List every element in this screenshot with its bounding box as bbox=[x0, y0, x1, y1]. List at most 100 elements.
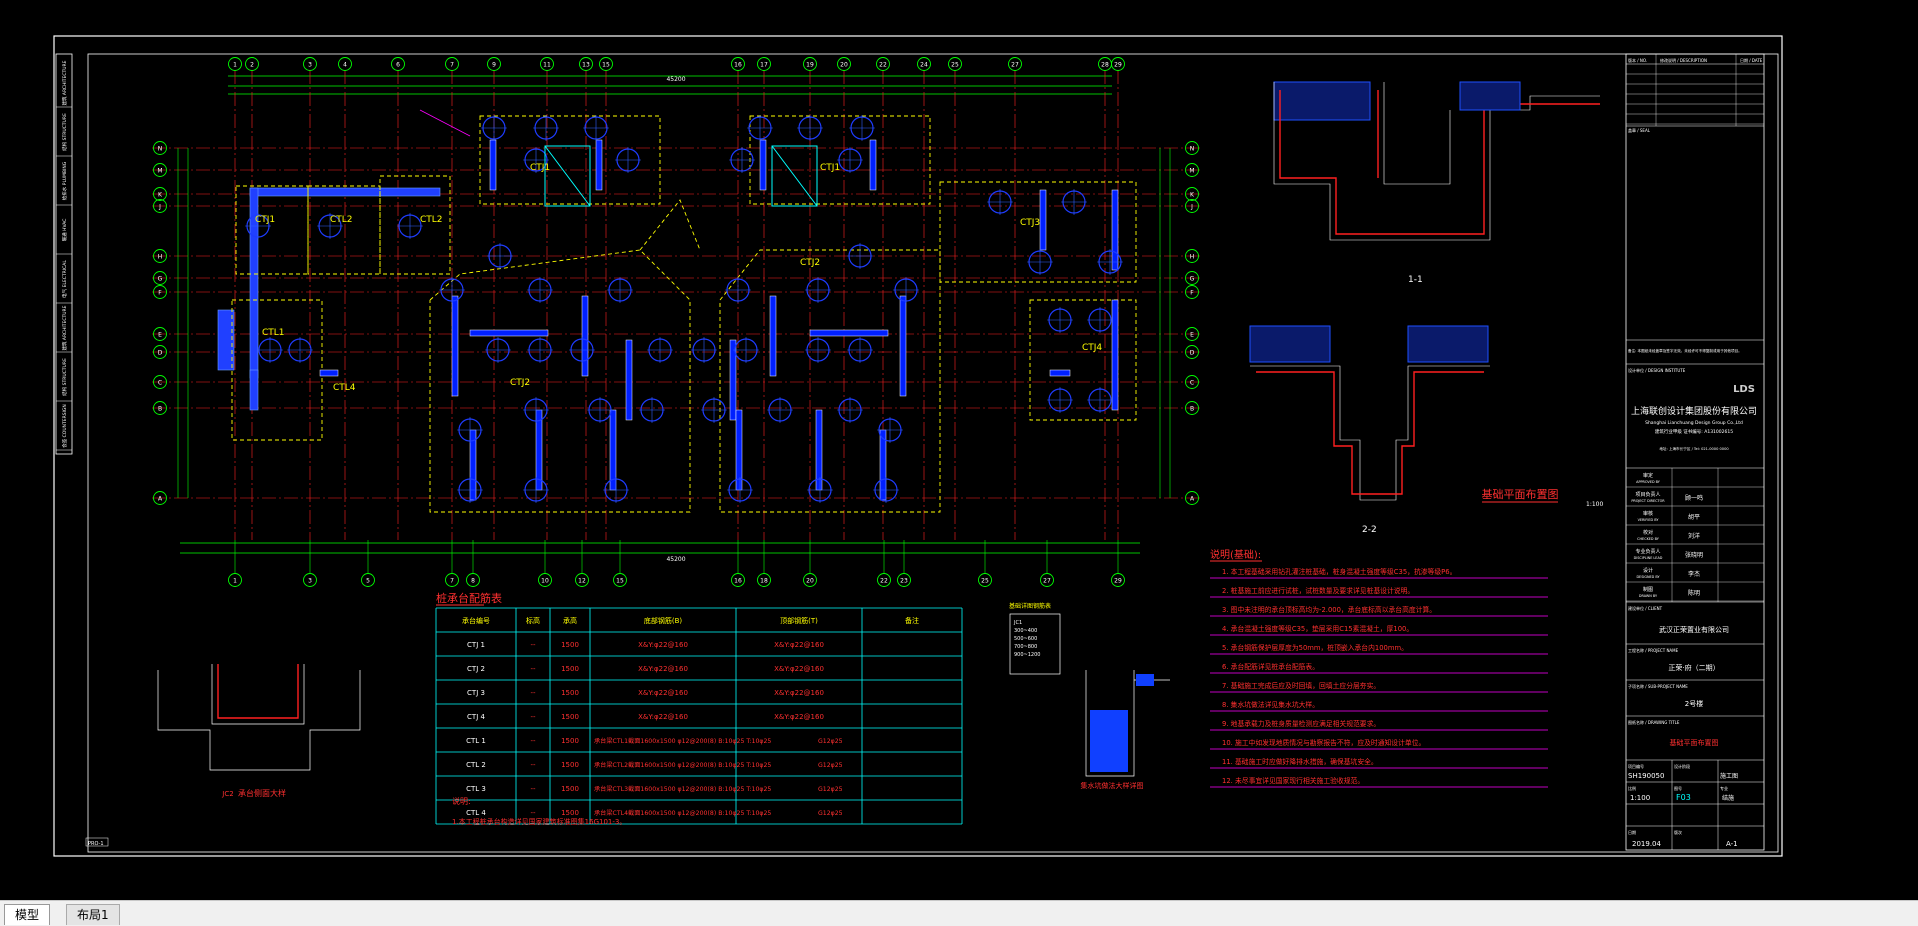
row-axis-bubble-left bbox=[153, 187, 167, 201]
row-axis-label-right: B bbox=[1190, 406, 1194, 413]
row-axis-bubble-right bbox=[1185, 249, 1199, 263]
row-axis-bubble-left bbox=[153, 271, 167, 285]
tab-model[interactable]: 模型 bbox=[4, 904, 51, 925]
tb-phase-label: 设计阶段 bbox=[1674, 763, 1690, 769]
sign-row-role-en: DISCIPLINE LEAD bbox=[1634, 556, 1663, 560]
tb-seal-label: 盖章 / SEAL bbox=[1628, 127, 1651, 133]
table-cell: -- bbox=[530, 689, 536, 697]
row-axis-bubble-right bbox=[1185, 271, 1199, 285]
sign-row-role: 设计 bbox=[1643, 567, 1653, 574]
cap-label: CTL2 bbox=[330, 215, 353, 225]
overall-dim-top: 45200 bbox=[666, 76, 685, 83]
note-item: 6. 承台配筋详见桩承台配筋表。 bbox=[1222, 662, 1319, 671]
note-item: 2. 桩基施工前应进行试桩，试桩数量及要求详见桩基设计说明。 bbox=[1222, 586, 1414, 595]
row-axis-label-left: A bbox=[158, 496, 163, 503]
sump-detail-title: 集水坑做法大样详图 bbox=[1081, 781, 1144, 790]
table-cell: X&Y:φ22@160 bbox=[774, 641, 824, 649]
row-axis-bubble-left bbox=[153, 199, 167, 213]
table-cell: CTL 1 bbox=[466, 737, 486, 745]
bottom-axis-label: 18 bbox=[760, 578, 768, 585]
left-strip-label: 给排水 PLUMBING bbox=[61, 161, 68, 200]
left-strip-label: 会签 COUNTERSIGN bbox=[61, 404, 68, 448]
sign-row-role: 审定 bbox=[1643, 472, 1653, 479]
table-cell: 1500 bbox=[561, 665, 579, 673]
top-axis-bubble bbox=[391, 57, 405, 71]
row-axis-bubble-left bbox=[153, 375, 167, 389]
section-1-1-label: 1-1 bbox=[1408, 275, 1423, 285]
row-axis-label-right: K bbox=[1190, 192, 1195, 199]
tb-header-right: 日期 / DATE bbox=[1740, 57, 1763, 63]
top-axis-label: 13 bbox=[582, 62, 590, 69]
bottom-axis-label: 3 bbox=[308, 578, 312, 585]
row-axis-bubble-right bbox=[1185, 141, 1199, 155]
note-item: 4. 承台混凝土强度等级C35，垫层采用C15素混凝土，厚100。 bbox=[1222, 624, 1413, 633]
tb-project-no: SH190050 bbox=[1628, 772, 1664, 780]
top-axis-bubble bbox=[579, 57, 593, 71]
tb-phase: 施工图 bbox=[1720, 772, 1738, 780]
sign-row-name: 陈明 bbox=[1688, 589, 1700, 597]
row-axis-bubble-right bbox=[1185, 327, 1199, 341]
table-cell: -- bbox=[530, 737, 536, 745]
top-axis-bubble bbox=[540, 57, 554, 71]
row-axis-label-right: A bbox=[1190, 496, 1195, 503]
left-strip-label: 建筑 ARCHITECTURE bbox=[61, 305, 68, 350]
bottom-axis-bubble bbox=[303, 573, 317, 587]
row-axis-label-right: N bbox=[1190, 146, 1195, 153]
sign-row-role-en: VERIFIED BY bbox=[1638, 518, 1660, 522]
bottom-axis-label: 7 bbox=[450, 578, 454, 585]
cap-label: CTJ1 bbox=[255, 215, 275, 225]
rebar-box: 基础详图钢筋表 JC1 300~400 500~600 700~800 900~… bbox=[1009, 602, 1061, 675]
sheet-outer-frame bbox=[53, 35, 1783, 857]
table-cell: X&Y:φ22@160 bbox=[774, 713, 824, 721]
table-cell: 承台梁CTL2截面1600x1500 φ12@200(8) B:10φ25 T:… bbox=[594, 761, 771, 769]
tb-date-label: 日期 bbox=[1628, 829, 1636, 835]
tb-discipline-label: 专业 bbox=[1720, 785, 1728, 791]
table-cell: X&Y:φ22@160 bbox=[638, 713, 688, 721]
row-axis-label-right: G bbox=[1190, 276, 1195, 283]
cap-label: CTJ2 bbox=[800, 258, 820, 268]
table-cell: CTL 3 bbox=[466, 785, 486, 793]
cap-label: CTJ2 bbox=[510, 378, 530, 388]
sign-row-role-en: DRAWN BY bbox=[1639, 594, 1658, 598]
note-item: 12. 未尽事宜详见国家现行相关施工验收规范。 bbox=[1222, 776, 1364, 785]
top-axis-label: 29 bbox=[1114, 62, 1122, 69]
row-axis-label-left: J bbox=[158, 204, 161, 211]
sign-row-role: 专业负责人 bbox=[1635, 548, 1660, 555]
table-cell: -- bbox=[530, 641, 536, 649]
bottom-axis-label: 15 bbox=[616, 578, 624, 585]
tb-drawing-label: 图纸名称 / DRAWING TITLE bbox=[1628, 719, 1680, 725]
top-axis-label: 9 bbox=[492, 62, 496, 69]
table-cell: 1500 bbox=[561, 689, 579, 697]
table-header: 标高 bbox=[526, 616, 540, 625]
note-item: 9. 地基承载力及桩身质量检测应满足相关规范要求。 bbox=[1222, 719, 1380, 728]
tb-address: 地址: 上海市长宁区 / Tel: 021-0000 0000 bbox=[1659, 446, 1729, 451]
top-axis-label: 6 bbox=[396, 62, 400, 69]
bottom-axis-label: 22 bbox=[880, 578, 888, 585]
note-item: 11. 基础施工时应做好降排水措施，确保基坑安全。 bbox=[1222, 757, 1378, 766]
rebar-box-line-1: 300~400 bbox=[1014, 628, 1037, 634]
foundation-beams bbox=[217, 187, 441, 411]
top-axis-label: 25 bbox=[951, 62, 959, 69]
tab-layout1[interactable]: 布局1 bbox=[66, 904, 120, 925]
top-axis-label: 19 bbox=[806, 62, 814, 69]
tb-drawing-title: 基础平面布置图 bbox=[1670, 738, 1719, 747]
row-axis-bubble-left bbox=[153, 163, 167, 177]
top-axis-label: 1 bbox=[233, 62, 237, 69]
top-axis-bubble bbox=[599, 57, 613, 71]
bottom-axis-bubble bbox=[897, 573, 911, 587]
row-axis-bubble-right bbox=[1185, 163, 1199, 177]
top-axis-bubble bbox=[487, 57, 501, 71]
table-cell: CTJ 1 bbox=[467, 641, 485, 649]
tb-logo: LDS bbox=[1733, 384, 1755, 395]
bottom-axis-bubble bbox=[877, 573, 891, 587]
sheet-tag-box bbox=[85, 837, 109, 847]
detail-left-title: 承台侧面大样 bbox=[238, 788, 286, 798]
notes-list: 1. 本工程基础采用钻孔灌注桩基础，桩身混凝土强度等级C35，抗渗等级P6。2.… bbox=[1210, 567, 1548, 788]
note-item: 3. 图中未注明的承台顶标高均为-2.000，承台底标高以承台高度计算。 bbox=[1222, 605, 1436, 614]
leader-line bbox=[419, 109, 471, 137]
row-axis-label-left: N bbox=[158, 146, 163, 153]
